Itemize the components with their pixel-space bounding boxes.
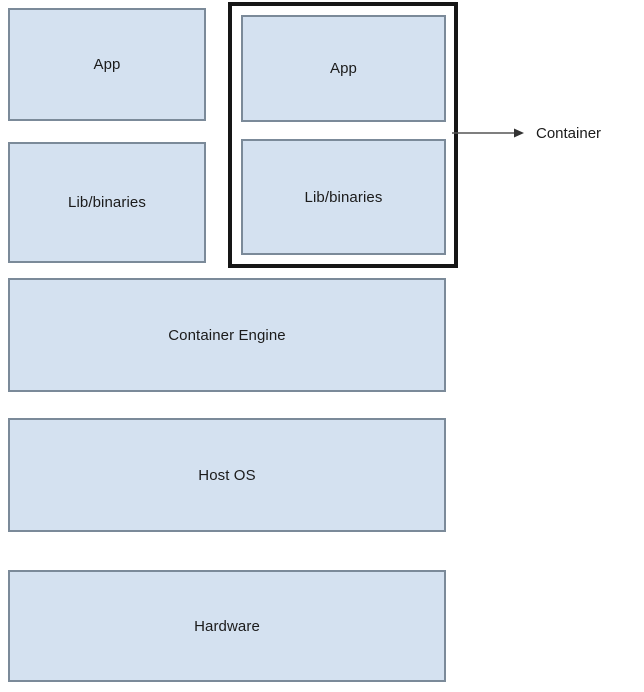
container-callout-label: Container [536,124,602,142]
box-host-os-label: Host OS [198,466,256,484]
box-lib-binaries-left-label: Lib/binaries [68,194,146,211]
box-app-left[interactable]: App [8,8,206,121]
box-lib-binaries-container-label: Lib/binaries [304,188,383,206]
arrow-right-icon [452,128,524,138]
box-host-os[interactable]: Host OS [8,418,446,532]
box-lib-binaries-left[interactable]: Lib/binaries [8,142,206,263]
container-callout: Container [452,118,642,148]
box-lib-binaries-container[interactable]: Lib/binaries [241,139,446,255]
box-hardware[interactable]: Hardware [8,570,446,682]
box-hardware-label: Hardware [194,617,260,635]
box-app-container[interactable]: App [241,15,446,122]
box-container-engine-label: Container Engine [168,326,286,344]
box-container-engine[interactable]: Container Engine [8,278,446,392]
box-app-container-label: App [330,60,357,77]
box-app-left-label: App [93,56,121,73]
